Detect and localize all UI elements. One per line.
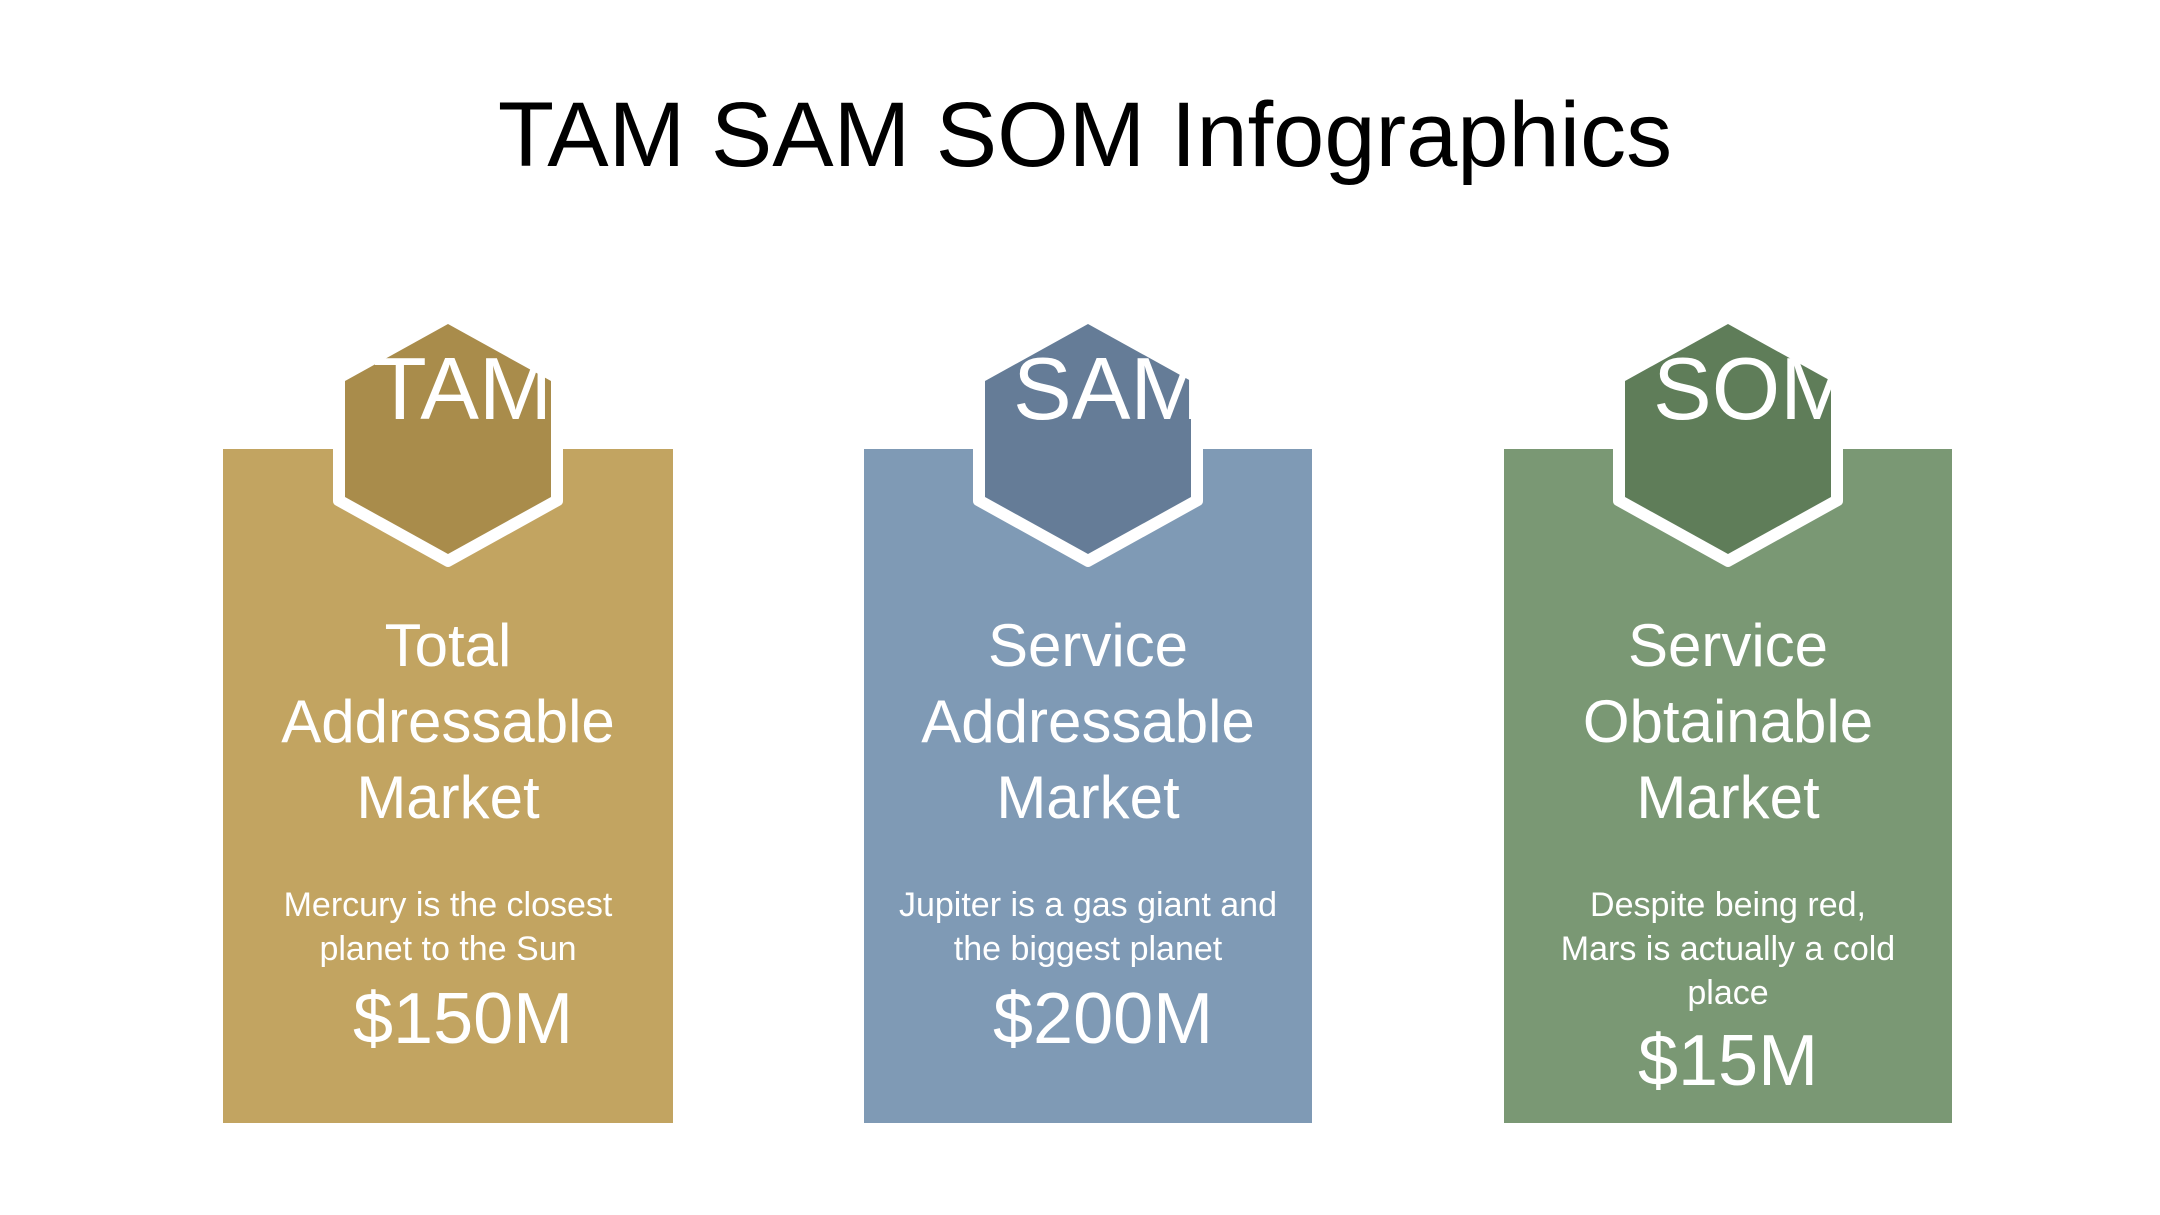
page-title: TAM SAM SOM Infographics [497,84,1673,186]
tam-hexagon: TAM [330,310,566,568]
tam-hex-label: TAM [373,339,553,438]
som-hexagon: SOM [1610,310,1854,568]
tam-description: Mercury is the closest planet to the Sun [283,886,613,968]
sam-heading: Service Addressable Market [921,612,1255,831]
som-value: $15M [1637,1021,1819,1101]
sam-hexagon: SAM [970,310,1206,568]
tam-value: $150M [353,979,574,1059]
sam-value: $200M [993,979,1214,1059]
som-heading: Service Obtainable Market [1582,612,1874,831]
sam-description: Jupiter is a gas giant and the biggest p… [898,886,1278,968]
sam-hex-label: SAM [1013,339,1204,438]
som-description: Despite being red, Mars is actually a co… [1560,886,1896,1012]
tam-heading: Total Addressable Market [281,612,615,831]
som-hex-label: SOM [1653,339,1854,438]
